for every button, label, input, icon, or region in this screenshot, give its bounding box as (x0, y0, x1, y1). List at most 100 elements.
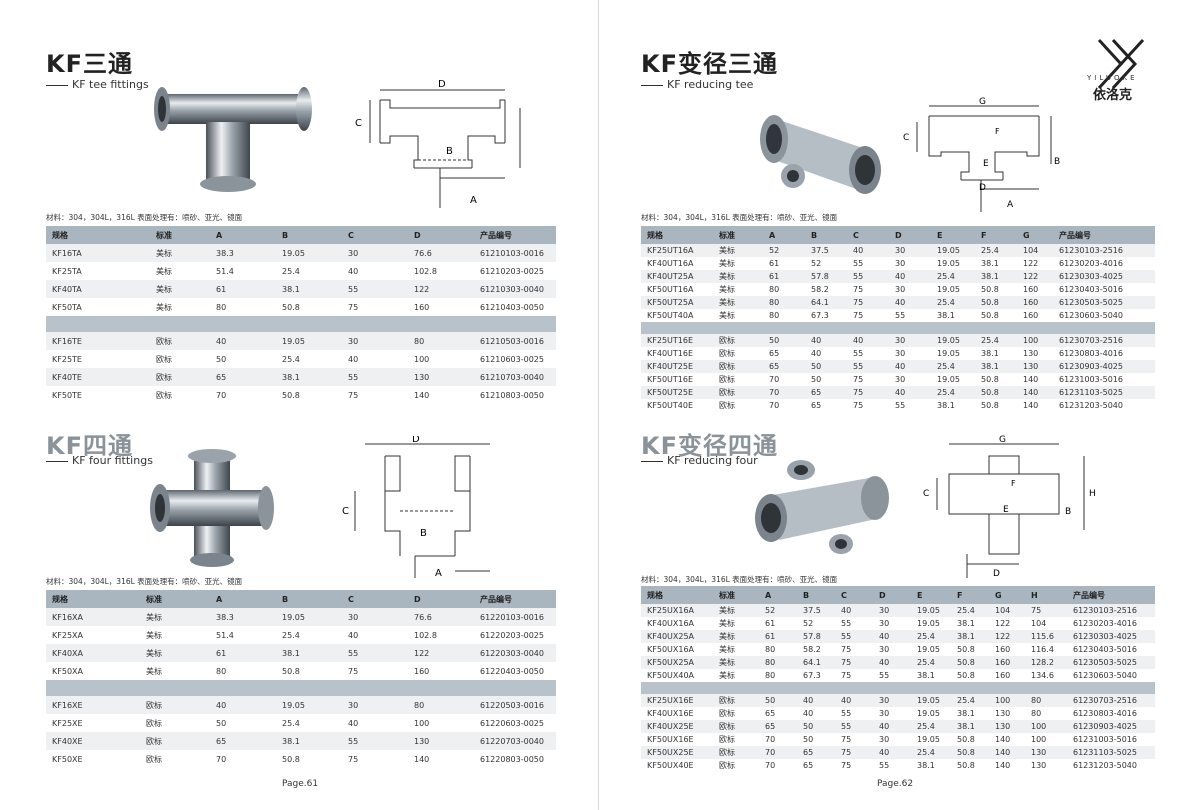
rtee-diagram: G C F E B D A (903, 97, 1060, 212)
table-cell: 37.5 (805, 244, 847, 257)
table-cell: 52 (759, 604, 797, 617)
table-cell: 75 (1025, 604, 1067, 617)
table-cell: KF16XA (46, 608, 140, 626)
table-cell: 61220503-0016 (474, 696, 556, 714)
rcross-photo (755, 460, 889, 554)
table-cell: 40 (889, 296, 931, 309)
table-cell: KF50UT40A (647, 311, 694, 320)
table-cell: KF25UX16E (641, 694, 713, 707)
table-cell: 61 (759, 630, 797, 643)
table-cell: 50.8 (957, 671, 975, 680)
table-cell: 70 (216, 754, 227, 764)
table-cell: KF40UX16A (647, 619, 695, 628)
table-cell: 100 (414, 718, 430, 728)
table-cell: 欧标 (719, 401, 735, 410)
table-cell: 38.1 (951, 720, 989, 733)
table-cell: 欧标 (719, 735, 735, 744)
table-cell: KF16XE (46, 696, 140, 714)
rtee-photo (760, 115, 881, 194)
table-cell: 140 (995, 761, 1011, 770)
table-cell: 70 (759, 746, 797, 759)
table-cell: 50.8 (957, 735, 975, 744)
page-number-left: Page.61 (282, 779, 319, 789)
table-cell: 19.05 (911, 604, 951, 617)
column-header: G (1017, 226, 1053, 244)
table-cell: 70 (769, 375, 780, 384)
table-cell: 25.4 (975, 334, 1017, 347)
table-cell: 52 (803, 619, 814, 628)
table-cell: 50.8 (981, 311, 999, 320)
rcross-material: 材料：304，304L，316L 表面处理有：喷砂、亚光、镜面 (641, 575, 838, 584)
column-header: C (847, 226, 889, 244)
table-cell: 61210303-0040 (474, 280, 556, 298)
column-header: E (911, 586, 951, 604)
table-cell: 160 (1023, 285, 1039, 294)
table-cell: 61230803-4016 (1073, 709, 1137, 718)
table-cell: 116.4 (1031, 645, 1054, 654)
table-cell: 75 (853, 285, 864, 294)
table-cell: 75 (348, 754, 359, 764)
table-cell: 80 (408, 332, 474, 350)
rcross-dim-d: D (993, 569, 1000, 579)
column-header: F (951, 586, 989, 604)
table-cell: 75 (853, 401, 864, 410)
table-cell: 美标 (713, 296, 763, 309)
table-cell: 25.4 (911, 630, 951, 643)
table-cell: 美标 (146, 666, 162, 676)
table-cell: 50.8 (981, 401, 999, 410)
table-cell: 50 (805, 360, 847, 373)
table-cell: 30 (879, 709, 890, 718)
table-cell: 50 (216, 354, 227, 364)
column-header: B (797, 586, 835, 604)
table-cell: 40 (873, 746, 911, 759)
left-page: KF三通 KF tee fittings D C B (0, 0, 596, 810)
table-cell: 61 (765, 619, 776, 628)
table-cell: 61220103-0016 (474, 608, 556, 626)
separator-cell (641, 322, 1155, 334)
table-cell: 61230703-2516 (1053, 334, 1155, 347)
table-cell: 19.05 (937, 349, 960, 358)
rcross-dim-h: H (1089, 489, 1096, 499)
table-cell: 40 (889, 386, 931, 399)
table-cell: 38.1 (276, 732, 342, 750)
table-cell: 55 (879, 761, 890, 770)
table-cell: 40 (835, 604, 873, 617)
table-cell: 25.4 (931, 296, 975, 309)
table-cell: 40 (811, 349, 822, 358)
table-cell: 美标 (719, 311, 735, 320)
table-cell: 104 (1031, 619, 1047, 628)
rtee-subtitle: KF reducing tee (641, 78, 753, 91)
table-cell: 65 (210, 368, 276, 386)
table-cell: KF50TE (52, 390, 82, 400)
column-header: 产品编号 (1053, 226, 1155, 244)
table-cell: 70 (765, 761, 776, 770)
table-cell: 55 (879, 671, 890, 680)
table-cell: 欧标 (713, 694, 759, 707)
table-cell: 欧标 (146, 754, 162, 764)
table-cell: 61210803-0050 (480, 390, 544, 400)
table-cell: 55 (342, 368, 408, 386)
column-header: 规格 (46, 590, 140, 608)
table-cell: 美标 (140, 608, 210, 626)
table-cell: 欧标 (713, 360, 763, 373)
rtee-dim-e: E (983, 159, 989, 169)
table-cell: 50.8 (981, 285, 999, 294)
table-cell: 76.6 (408, 608, 474, 626)
table-cell: KF40TA (46, 280, 150, 298)
table-cell: 50.8 (957, 645, 975, 654)
table-cell: KF50UX16E (647, 735, 694, 744)
table-cell: 61220203-0025 (480, 630, 544, 640)
table-cell: 61 (210, 280, 276, 298)
table-cell: 102.8 (414, 630, 437, 640)
table-cell: 30 (879, 735, 890, 744)
table-cell: 130 (1031, 761, 1047, 770)
table-cell: 30 (342, 332, 408, 350)
table-cell: 80 (763, 296, 805, 309)
